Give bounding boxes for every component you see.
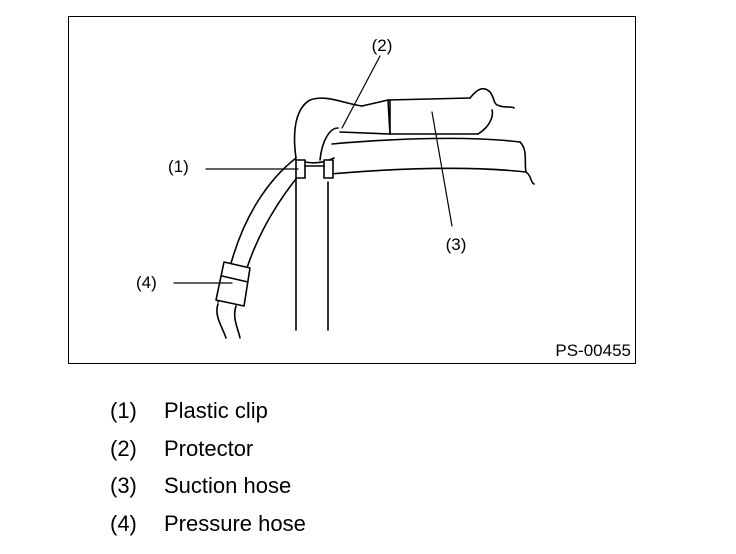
legend-item: (1) Plastic clip xyxy=(110,392,306,430)
figure-frame xyxy=(68,16,636,364)
plastic-clip-drawing xyxy=(295,157,335,179)
legend-label: Pressure hose xyxy=(164,510,306,536)
leader-line-3 xyxy=(431,111,453,227)
leader-lines xyxy=(173,55,453,284)
legend-item: (3) Suction hose xyxy=(110,467,306,505)
legend-label: Suction hose xyxy=(164,473,292,498)
callout-1: (1) xyxy=(168,157,189,176)
legend-item: (4) Pressure hose xyxy=(110,505,306,543)
legend: (1) Plastic clip (2) Protector (3) Sucti… xyxy=(110,392,306,542)
vertical-pipe-drawing xyxy=(295,177,329,331)
horizontal-pipe-drawing xyxy=(329,137,535,185)
protector-drawing xyxy=(293,97,391,161)
legend-number: (3) xyxy=(110,473,137,498)
callout-2: (2) xyxy=(372,36,393,55)
legend-number: (2) xyxy=(110,435,137,461)
legend-item: (2) Protector xyxy=(110,430,306,468)
suction-hose-drawing xyxy=(387,87,515,135)
callout-3: (3) xyxy=(446,235,467,254)
legend-number: (4) xyxy=(110,510,137,536)
callout-4: (4) xyxy=(136,273,157,292)
legend-label: Plastic clip xyxy=(164,398,268,423)
leader-line-2 xyxy=(341,55,381,129)
pressure-hose-drawing xyxy=(215,157,301,339)
legend-number: (1) xyxy=(110,398,137,423)
figure-id: PS-00455 xyxy=(555,341,631,360)
legend-label: Protector xyxy=(164,435,254,461)
